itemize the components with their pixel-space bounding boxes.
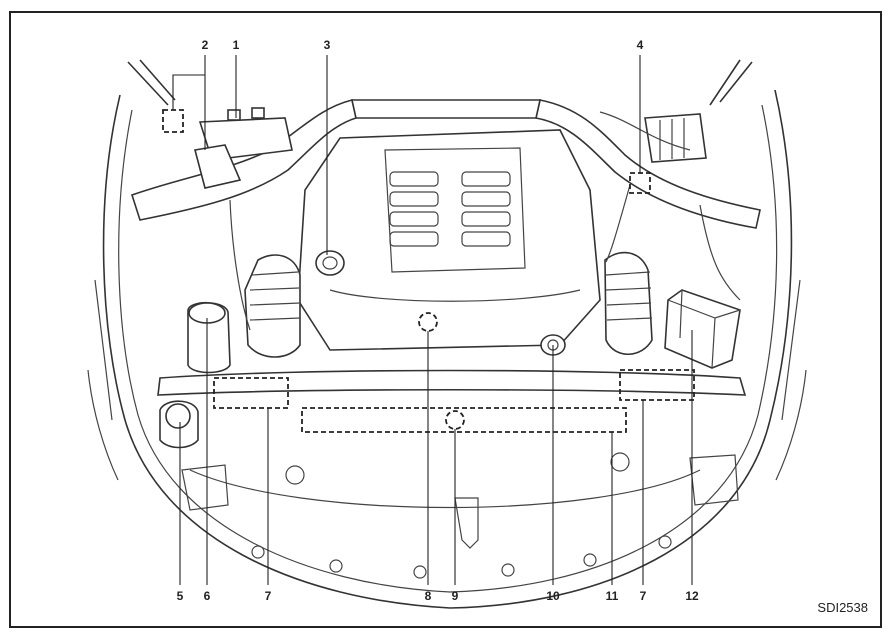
- callout-11: 11: [606, 589, 619, 603]
- callout-12: 12: [685, 589, 699, 603]
- callout-2: 2: [202, 38, 209, 52]
- marker-9: [445, 410, 465, 430]
- callout-6: 6: [204, 589, 211, 603]
- callout-4: 4: [637, 38, 644, 52]
- fender-outline: [87, 89, 807, 609]
- callout-1: 1: [233, 38, 240, 52]
- location-markers: [162, 109, 695, 433]
- callout-5: 5: [177, 589, 184, 603]
- radiator-core-support: [157, 369, 747, 579]
- marker-8: [418, 312, 438, 332]
- callout-10: 10: [546, 589, 560, 603]
- fuse-box: [664, 289, 741, 369]
- marker-7-left: [213, 377, 289, 409]
- marker-2: [162, 109, 184, 133]
- engine-cover: [297, 129, 601, 351]
- callout-7-right: 7: [640, 589, 647, 603]
- battery: [194, 107, 293, 189]
- callout-9: 9: [452, 589, 459, 603]
- callout-8: 8: [425, 589, 432, 603]
- figure-code: SDI2538: [817, 600, 868, 615]
- marker-7-right: [619, 369, 695, 401]
- air-intake-left: [244, 254, 301, 358]
- callout-3: 3: [324, 38, 331, 52]
- air-intake-right: [604, 251, 653, 355]
- coolant-reservoir: [187, 301, 231, 374]
- marker-11: [301, 407, 627, 433]
- callout-7-left: 7: [265, 589, 272, 603]
- relay-box: [599, 111, 707, 163]
- hoses: [229, 184, 741, 331]
- washer-fluid-tank: [159, 400, 199, 449]
- hood-hinges: [127, 59, 753, 106]
- leader-lines: [172, 55, 693, 585]
- oil-filler-cap: [315, 250, 345, 276]
